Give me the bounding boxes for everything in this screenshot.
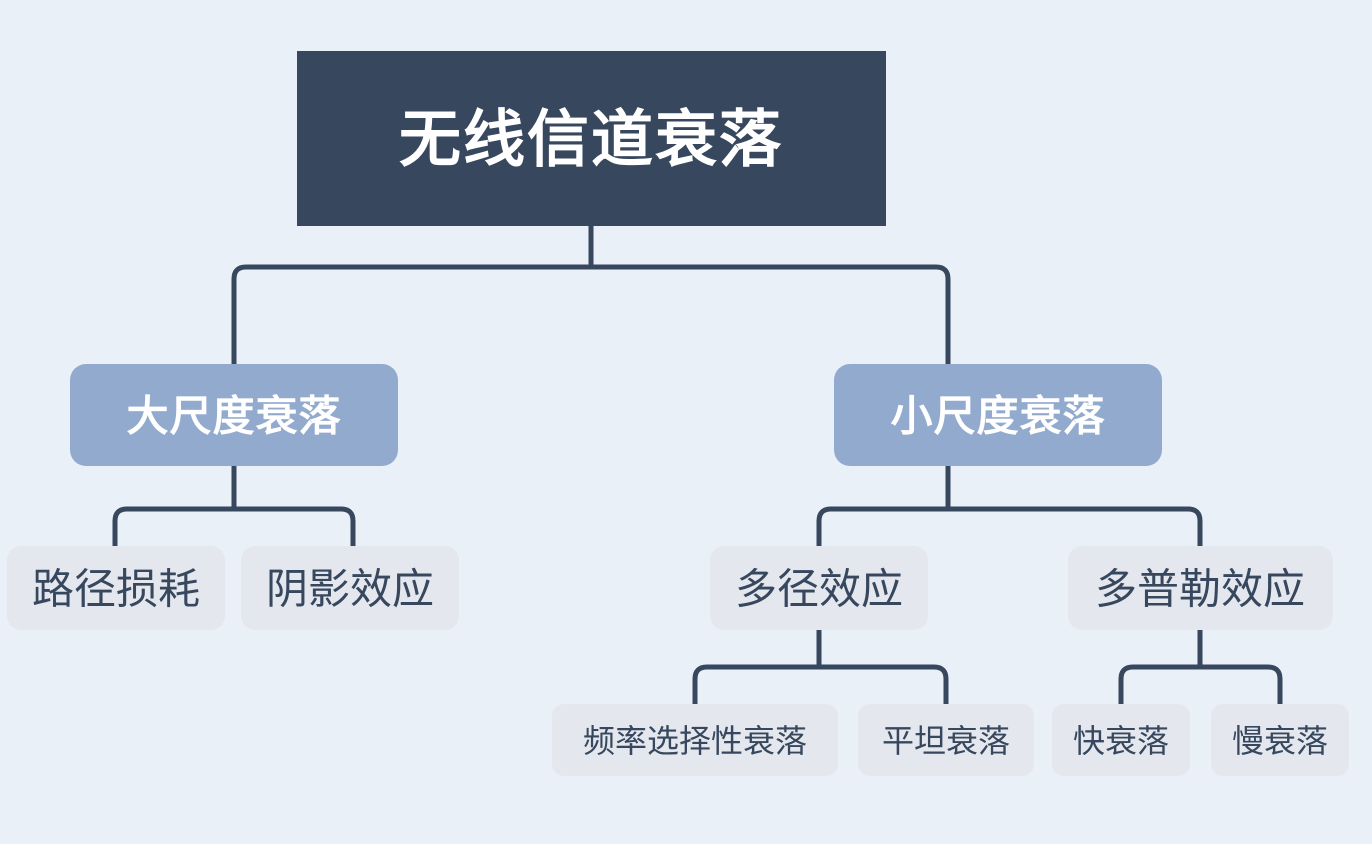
node-slow-fading-label: 慢衰落 [1232, 723, 1328, 759]
connector-multipath-to-children [692, 664, 949, 707]
node-small-scale-fading-label: 小尺度衰落 [890, 393, 1105, 440]
node-fast-fading-box[interactable] [1052, 704, 1190, 776]
node-small-scale-fading[interactable]: 小尺度衰落 [834, 364, 1162, 466]
node-frequency-selective-fading-label: 频率选择性衰落 [583, 723, 807, 759]
node-frequency-selective-fading-box[interactable] [552, 704, 838, 776]
node-large-scale-fading-box[interactable] [70, 364, 398, 466]
connector-doppler-to-children [1118, 664, 1283, 707]
node-root[interactable]: 无线信道衰落 [297, 51, 886, 226]
node-flat-fading[interactable]: 平坦衰落 [858, 704, 1034, 776]
node-fast-fading-label: 快衰落 [1073, 723, 1169, 759]
node-fast-fading[interactable]: 快衰落 [1052, 704, 1190, 776]
node-flat-fading-label: 平坦衰落 [882, 723, 1010, 759]
node-path-loss-box[interactable] [7, 546, 225, 630]
node-frequency-selective-fading[interactable]: 频率选择性衰落 [552, 704, 838, 776]
node-large-scale-fading-label: 大尺度衰落 [126, 393, 341, 440]
node-doppler-effect[interactable]: 多普勒效应 [1068, 546, 1333, 630]
connector-large-scale-to-children [112, 506, 356, 549]
node-root-label: 无线信道衰落 [399, 106, 783, 175]
node-shadowing-effect-label: 阴影效应 [266, 566, 434, 613]
node-path-loss-label: 路径损耗 [32, 566, 200, 613]
node-slow-fading[interactable]: 慢衰落 [1211, 704, 1349, 776]
node-multipath-effect-box[interactable] [710, 546, 928, 630]
node-shadowing-effect[interactable]: 阴影效应 [241, 546, 459, 630]
node-large-scale-fading[interactable]: 大尺度衰落 [70, 364, 398, 466]
node-multipath-effect[interactable]: 多径效应 [710, 546, 928, 630]
node-shadowing-effect-box[interactable] [241, 546, 459, 630]
connector-root-to-level2 [231, 264, 951, 367]
node-flat-fading-box[interactable] [858, 704, 1034, 776]
node-path-loss[interactable]: 路径损耗 [7, 546, 225, 630]
node-doppler-effect-label: 多普勒效应 [1095, 566, 1305, 613]
node-small-scale-fading-box[interactable] [834, 364, 1162, 466]
node-multipath-effect-label: 多径效应 [735, 566, 903, 613]
connector-small-scale-to-children [816, 506, 1203, 549]
node-doppler-effect-box[interactable] [1068, 546, 1333, 630]
node-slow-fading-box[interactable] [1211, 704, 1349, 776]
node-root-box[interactable] [297, 51, 886, 226]
